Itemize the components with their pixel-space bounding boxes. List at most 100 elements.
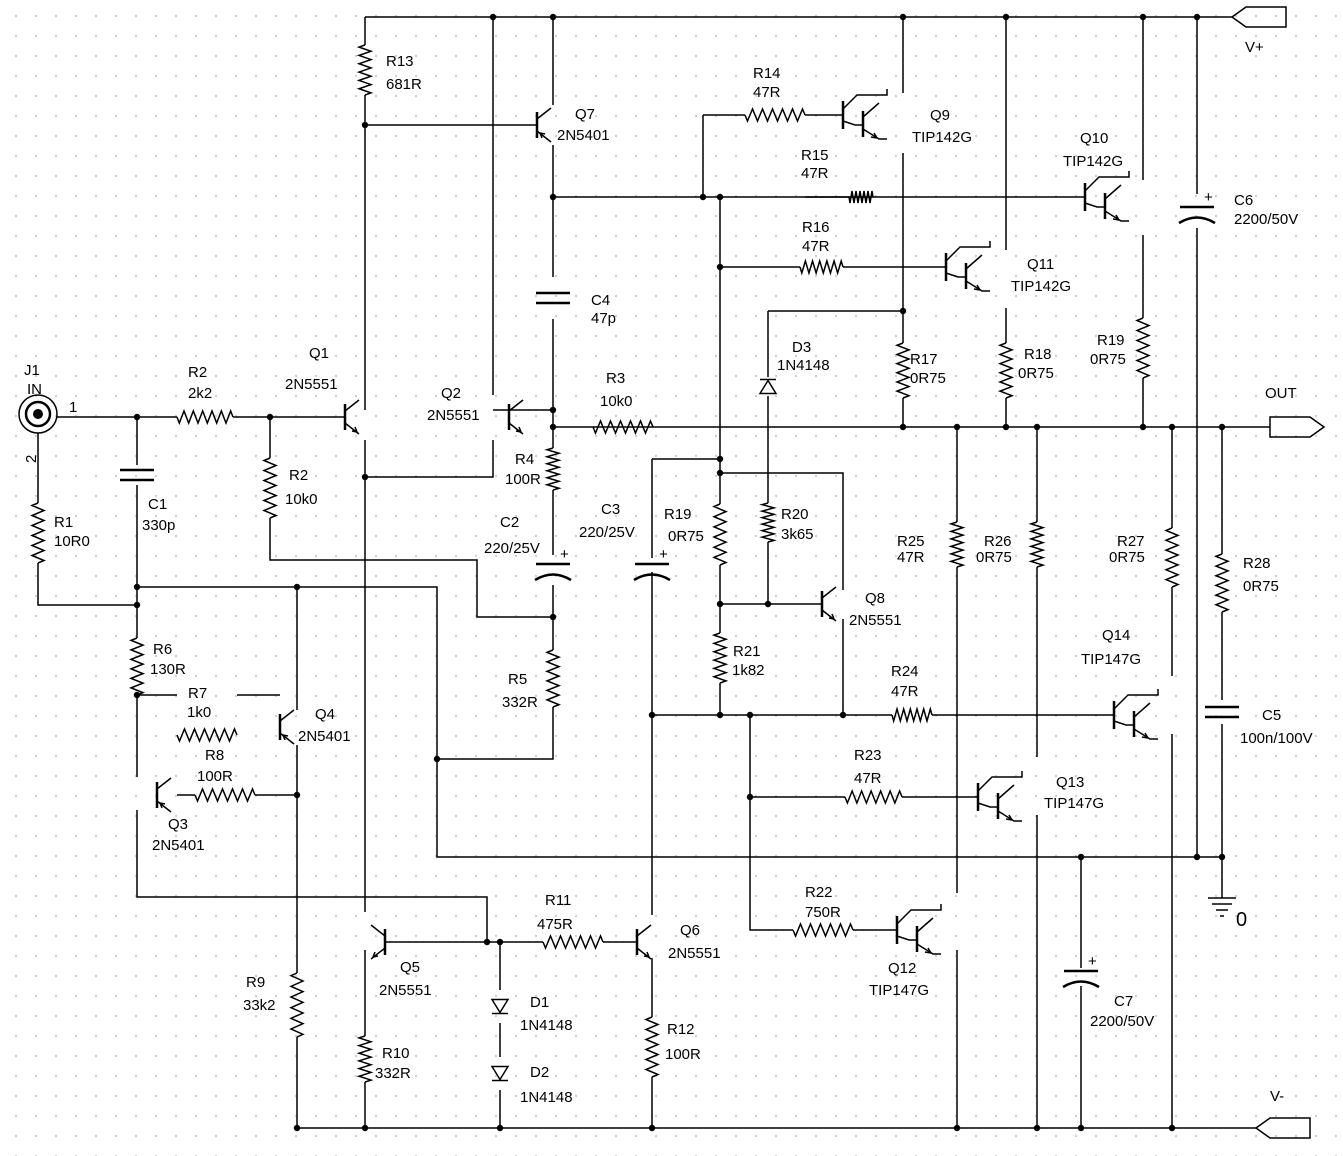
pin-label: 2 bbox=[23, 455, 40, 463]
resistor-value: 1k0 bbox=[187, 704, 211, 721]
resistor-value: 2k2 bbox=[188, 385, 212, 402]
junction-dot bbox=[266, 413, 274, 421]
transistor-ref: Q3 bbox=[168, 816, 188, 833]
wire bbox=[749, 715, 793, 931]
emitter-arrow bbox=[515, 426, 522, 433]
vplus-label: V+ bbox=[1245, 39, 1264, 56]
transistor-value: 2N5401 bbox=[298, 728, 351, 745]
resistor-body bbox=[848, 190, 874, 204]
resistor-r21 bbox=[711, 632, 729, 684]
resistor-body bbox=[128, 637, 146, 696]
resistor-body bbox=[542, 934, 604, 950]
junction-dot bbox=[549, 613, 557, 621]
darlington-q11 bbox=[944, 241, 991, 292]
diode-ref: D1 bbox=[530, 994, 549, 1011]
emitter bbox=[862, 128, 887, 140]
resistor-ref: R28 bbox=[1243, 555, 1271, 572]
transistor-value: TIP147G bbox=[1044, 795, 1104, 812]
resistor-ref: R1 bbox=[54, 514, 73, 531]
transistor-lead bbox=[536, 107, 552, 120]
diode-value: 1N4148 bbox=[520, 1017, 573, 1034]
resistor-r14 bbox=[744, 107, 806, 123]
diode-body bbox=[490, 998, 510, 1014]
emitter-arrow bbox=[282, 734, 289, 741]
resistor-body bbox=[176, 408, 234, 426]
junction-dot bbox=[648, 1124, 656, 1132]
resistor-r18 bbox=[997, 342, 1015, 399]
plus-sign: + bbox=[1088, 953, 1097, 970]
collector bbox=[945, 241, 991, 262]
junction-dot bbox=[293, 791, 301, 799]
wire bbox=[37, 563, 137, 606]
junction-dot bbox=[1193, 13, 1201, 21]
transistor-value: 2N5551 bbox=[849, 612, 902, 629]
resistor-value: 0R75 bbox=[1243, 578, 1279, 595]
collector bbox=[1084, 171, 1130, 192]
resistor-r19 bbox=[1135, 317, 1151, 379]
transistor-q7 bbox=[535, 107, 552, 143]
plus-sign: + bbox=[560, 546, 569, 563]
resistor-body bbox=[30, 502, 46, 564]
transistor-lead bbox=[156, 800, 172, 813]
resistor-value: 0R75 bbox=[1090, 351, 1126, 368]
wire bbox=[137, 586, 1222, 858]
resistor-value: 47R bbox=[854, 770, 882, 787]
resistor-value: 1k82 bbox=[732, 662, 765, 679]
resistor-r17 bbox=[894, 342, 912, 399]
emitter bbox=[916, 943, 941, 955]
resistor-ref: R7 bbox=[188, 685, 207, 702]
transistor-value: TIP142G bbox=[912, 129, 972, 146]
transistor-ref: Q13 bbox=[1056, 774, 1084, 791]
emitter bbox=[1104, 210, 1129, 222]
resistor-body bbox=[194, 787, 256, 803]
out-label: OUT bbox=[1265, 385, 1297, 402]
resistor-value: 0R75 bbox=[976, 549, 1012, 566]
lead bbox=[842, 120, 863, 126]
resistor-r1 bbox=[30, 502, 46, 564]
capacitor-value: 330p bbox=[142, 517, 175, 534]
darlington-q10 bbox=[1083, 171, 1130, 222]
capacitor-c2: + bbox=[534, 546, 572, 582]
resistor-r25 bbox=[948, 521, 966, 568]
capacitor-ref: C5 bbox=[1262, 707, 1281, 724]
resistor-ref: R8 bbox=[205, 747, 224, 764]
resistor-ref: R26 bbox=[984, 533, 1012, 550]
junction-dot bbox=[953, 1124, 961, 1132]
connector-value: IN bbox=[27, 381, 42, 398]
junction-dot bbox=[1168, 423, 1176, 431]
resistor-value: 0R75 bbox=[910, 370, 946, 387]
darlington-q13 bbox=[976, 771, 1023, 822]
transistor-ref: Q9 bbox=[930, 107, 950, 124]
collector bbox=[977, 771, 1023, 792]
wire bbox=[437, 707, 554, 760]
lead bbox=[862, 102, 880, 118]
cap-plate bbox=[1178, 216, 1216, 225]
resistor-body bbox=[644, 1016, 660, 1078]
transistor-lead bbox=[370, 924, 386, 937]
junction-dot bbox=[953, 423, 961, 431]
lead bbox=[1133, 702, 1151, 718]
junction-dot bbox=[549, 193, 557, 201]
junction-dot bbox=[716, 455, 724, 463]
diode-body bbox=[490, 1065, 510, 1081]
transistor-lead bbox=[344, 399, 360, 412]
junction-dot bbox=[1033, 1124, 1041, 1132]
junction-dot bbox=[699, 193, 707, 201]
darlington-q12 bbox=[895, 904, 942, 955]
wire bbox=[364, 440, 494, 478]
vplus-port bbox=[1230, 6, 1287, 28]
input-connector bbox=[18, 394, 58, 434]
junction-dot bbox=[899, 13, 907, 21]
junction-dot bbox=[746, 711, 754, 719]
resistor-value: 47R bbox=[801, 165, 829, 182]
cap-plate bbox=[633, 573, 671, 582]
resistor-body bbox=[176, 727, 238, 743]
resistor-r2 bbox=[176, 408, 234, 426]
capacitor-ref: C3 bbox=[601, 501, 620, 518]
emitter-arrow bbox=[643, 951, 650, 958]
junction-dot bbox=[483, 938, 491, 946]
vminus-label: V- bbox=[1270, 1088, 1284, 1105]
junction-dot bbox=[133, 413, 141, 421]
resistor-value: 10R0 bbox=[54, 533, 90, 550]
